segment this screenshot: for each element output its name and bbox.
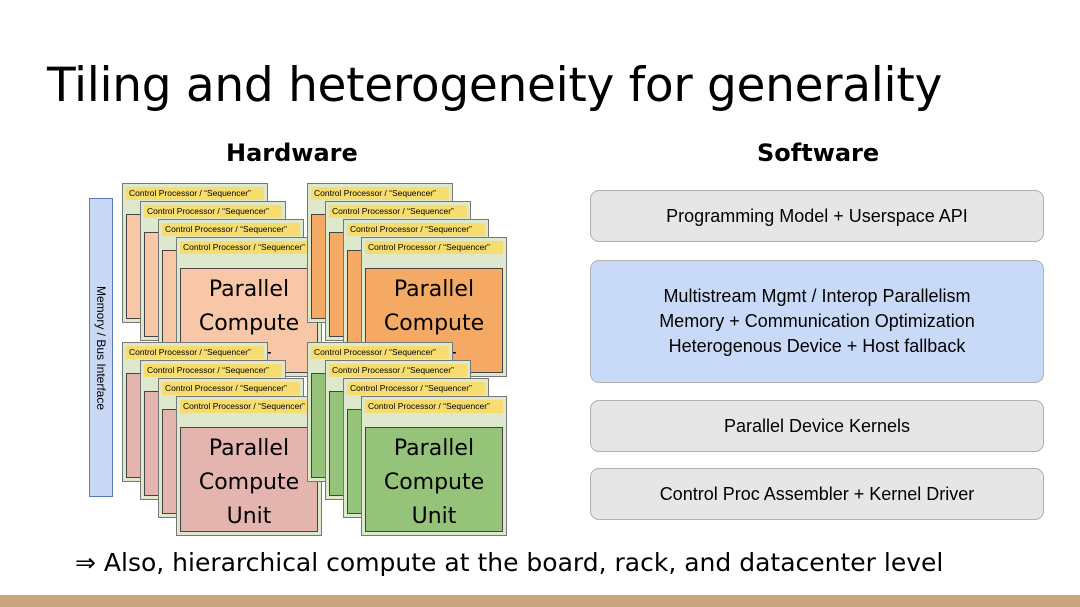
sequencer-label: Control Processor / “Sequencer” (162, 223, 300, 236)
sequencer-label: Control Processor / “Sequencer” (180, 241, 318, 254)
compute-tile-bottom-right-layer-3: Control Processor / “Sequencer” Parallel … (361, 396, 507, 536)
software-heading: Software (757, 139, 880, 167)
sequencer-label: Control Processor / “Sequencer” (311, 346, 449, 359)
sequencer-label: Control Processor / “Sequencer” (144, 364, 282, 377)
compute-tile-top-left-layer-3: Control Processor / “Sequencer”Parallel … (176, 237, 322, 377)
sequencer-label: Control Processor / “Sequencer” (126, 187, 264, 200)
sequencer-label: Control Processor / “Sequencer” (329, 364, 467, 377)
parallel-compute-unit: Parallel Compute Unit (365, 427, 503, 532)
slide-title: Tiling and heterogeneity for generality (47, 58, 942, 113)
sequencer-label: Control Processor / “Sequencer” (365, 400, 503, 413)
footer-note: ⇒ Also, hierarchical compute at the boar… (75, 548, 944, 577)
sequencer-label: Control Processor / “Sequencer” (347, 223, 485, 236)
software-layer-runtime: Multistream Mgmt / Interop Parallelism M… (590, 260, 1044, 383)
compute-tile-bottom-left-layer-3: Control Processor / “Sequencer” Parallel … (176, 396, 322, 536)
memory-bus-label: Memory / Bus Interface (94, 285, 108, 410)
sequencer-label: Control Processor / “Sequencer” (365, 241, 503, 254)
bottom-band (0, 595, 1080, 607)
software-layer-kernels: Parallel Device Kernels (590, 400, 1044, 452)
compute-unit-label: Parallel Compute Unit (383, 436, 485, 529)
sequencer-label: Control Processor / “Sequencer” (162, 382, 300, 395)
parallel-compute-unit: Parallel Compute Unit (180, 427, 318, 532)
sequencer-label: Control Processor / “Sequencer” (347, 382, 485, 395)
sequencer-label: Control Processor / “Sequencer” (126, 346, 264, 359)
hardware-heading: Hardware (226, 139, 358, 167)
sequencer-label: Control Processor / “Sequencer” (144, 205, 282, 218)
memory-bus-interface: Memory / Bus Interface (89, 198, 113, 497)
compute-unit-label: Parallel Compute Unit (198, 436, 300, 529)
software-layer-driver: Control Proc Assembler + Kernel Driver (590, 468, 1044, 520)
sequencer-label: Control Processor / “Sequencer” (329, 205, 467, 218)
sequencer-label: Control Processor / “Sequencer” (180, 400, 318, 413)
software-layer-api: Programming Model + Userspace API (590, 190, 1044, 242)
sequencer-label: Control Processor / “Sequencer” (311, 187, 449, 200)
